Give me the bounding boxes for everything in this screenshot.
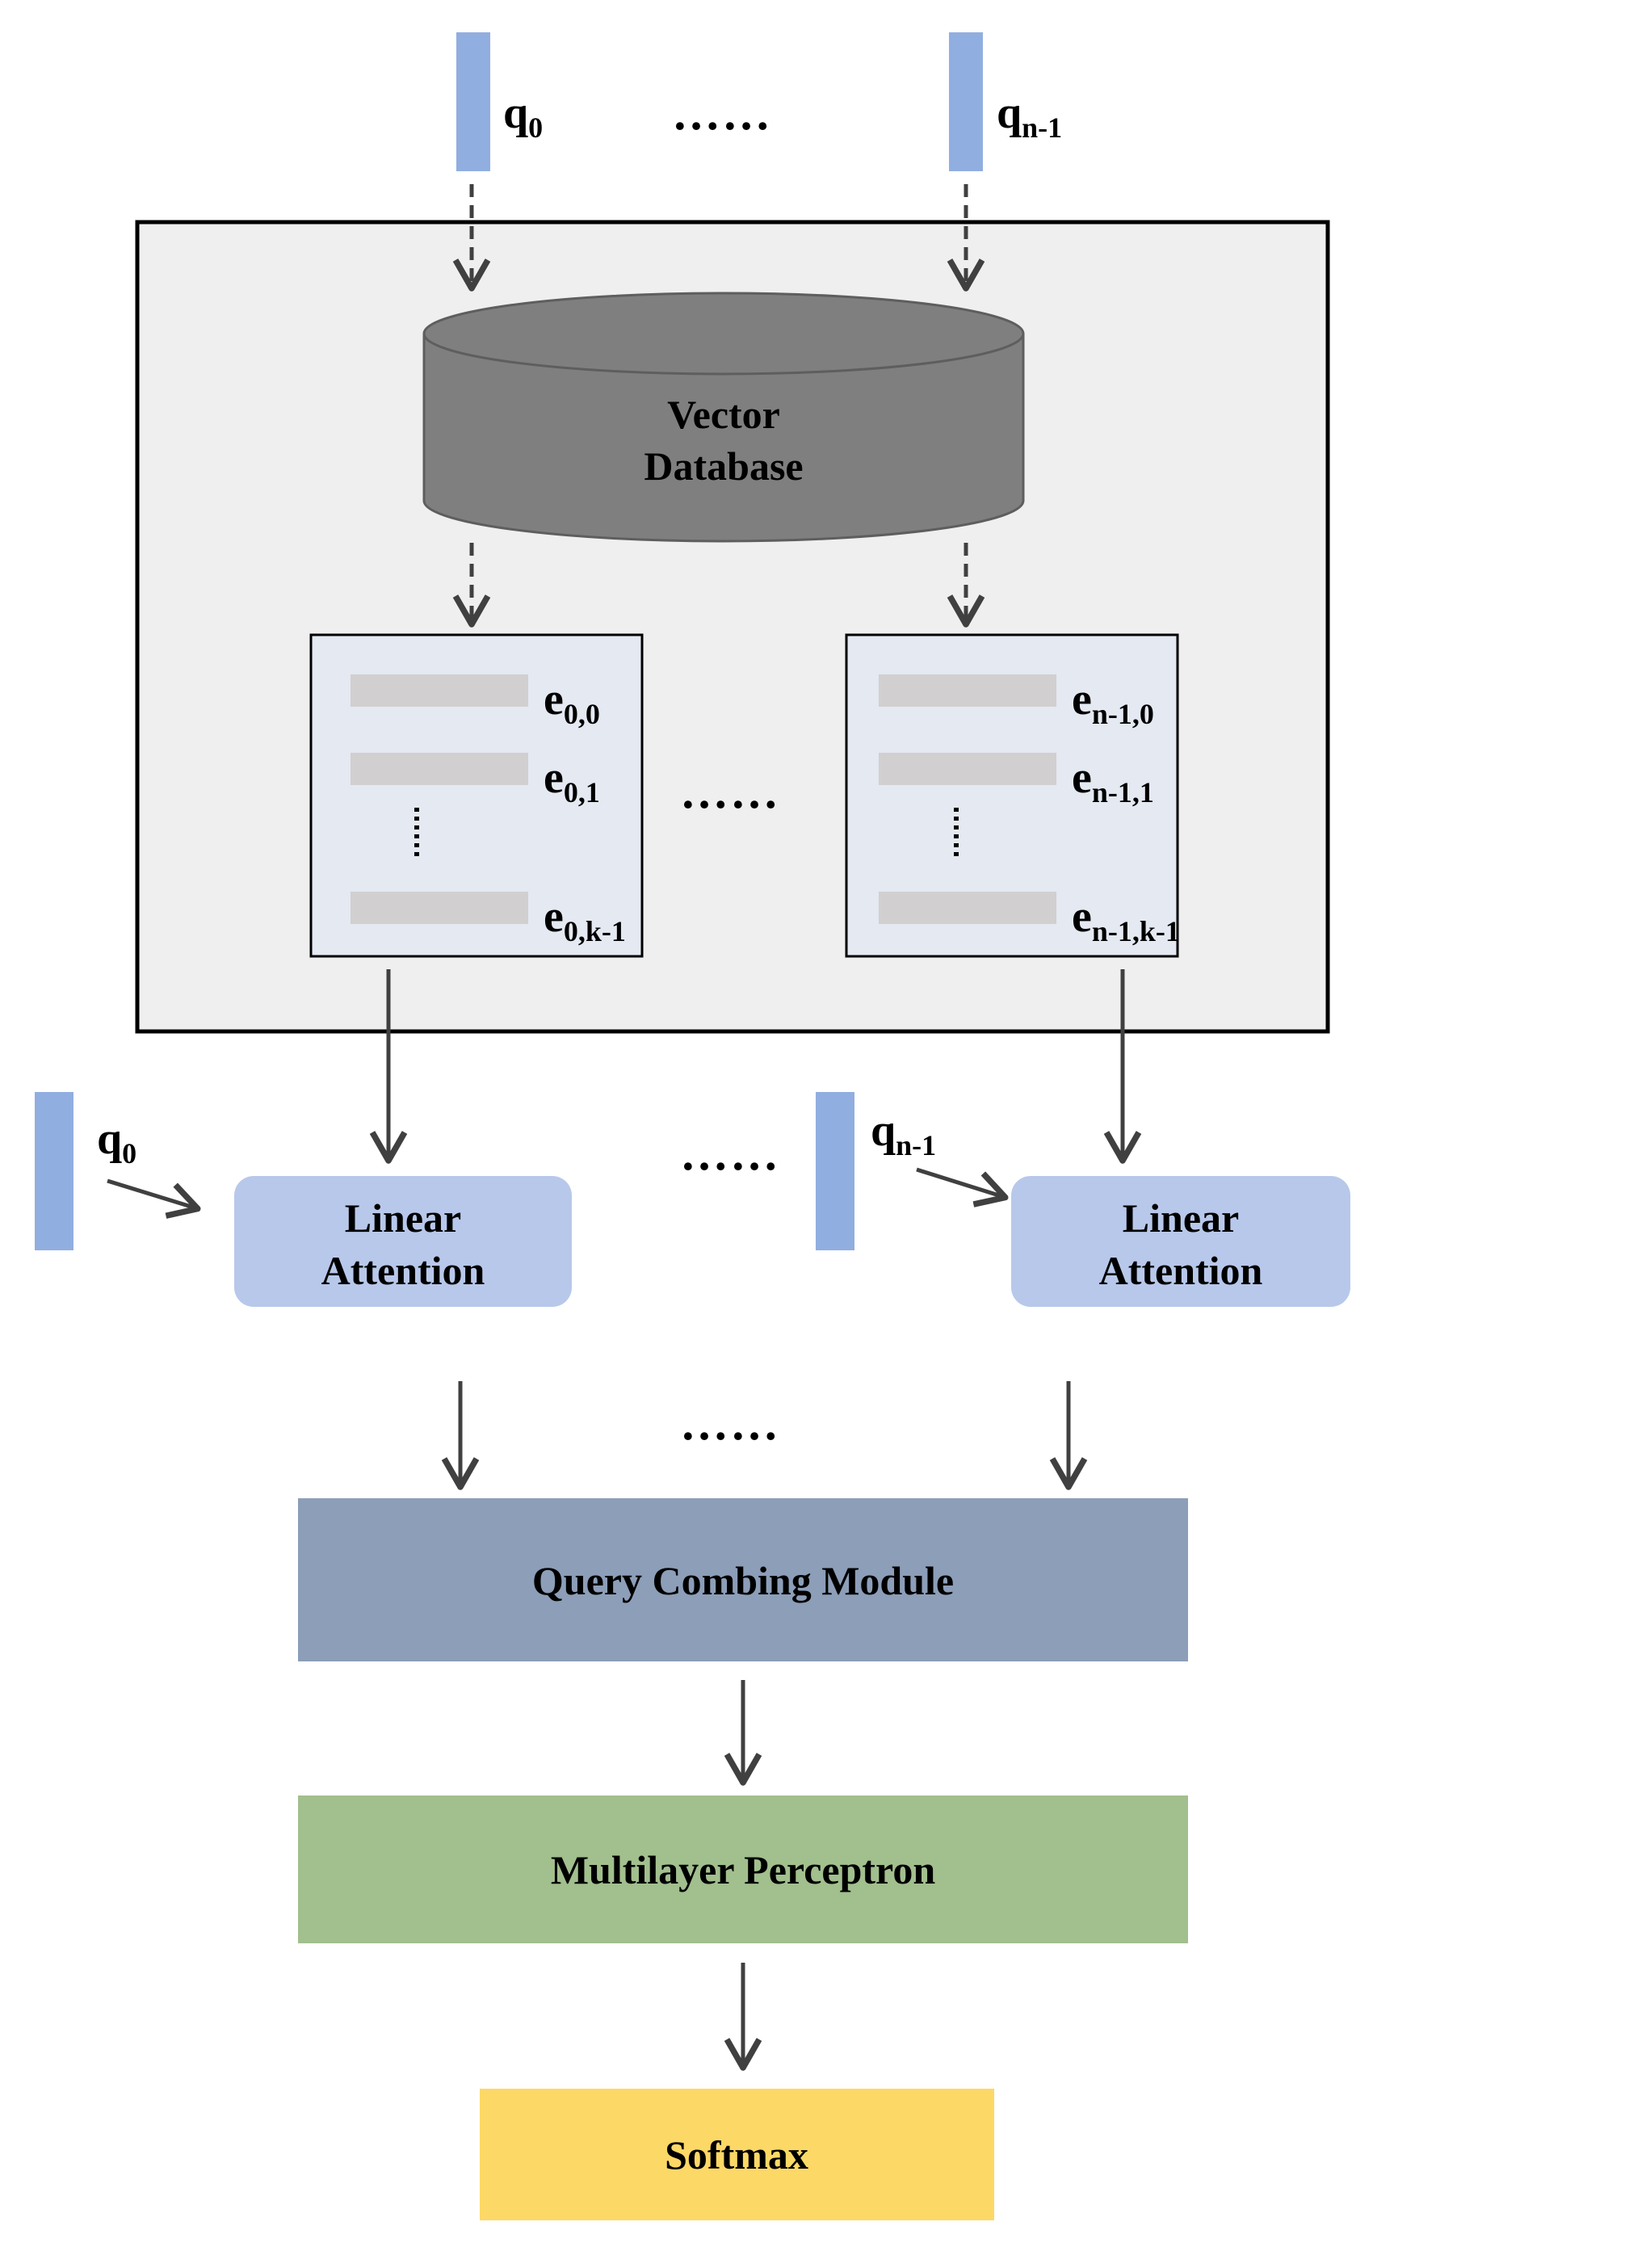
query-label-top-n-1: qn-1 <box>997 88 1062 144</box>
embedding-bar <box>351 674 528 707</box>
arrow-qn-to-attention <box>916 1167 1009 1208</box>
softmax: Softmax <box>480 2089 994 2220</box>
retrieval-results-left: e0,0 e0,1 e0,k-1 <box>309 633 644 958</box>
linear-attention-right-line2: Attention <box>1099 1248 1263 1293</box>
query-combining-label: Query Combing Module <box>532 1558 954 1603</box>
embedding-bar <box>351 892 528 924</box>
ellipsis-combiner: …… <box>680 1396 780 1450</box>
vector-database: Vector Database <box>422 292 1025 543</box>
linear-attention-left-line1: Linear <box>345 1195 461 1241</box>
embedding-bar <box>879 892 1056 924</box>
database-label-line2: Database <box>644 443 803 489</box>
linear-attention-left-line2: Attention <box>321 1248 485 1293</box>
query-combining-module: Query Combing Module <box>298 1498 1188 1661</box>
embedding-label-n-1-0: en-1,0 <box>1072 674 1154 730</box>
database-label-line1: Vector <box>667 392 780 437</box>
query-bar-top-0 <box>456 32 490 171</box>
embedding-bar <box>351 753 528 785</box>
mlp-label: Multilayer Perceptron <box>551 1847 935 1892</box>
linear-attention-left: Linear Attention <box>234 1176 572 1307</box>
ellipsis-results: …… <box>680 765 780 818</box>
softmax-label: Softmax <box>665 2132 808 2178</box>
query-bar-mid-0 <box>35 1092 73 1250</box>
query-bar-mid-n-1 <box>816 1092 854 1250</box>
query-label-top-0: q0 <box>503 88 543 144</box>
embedding-label-0-k-1: e0,k-1 <box>544 892 626 947</box>
query-label-mid-n-1: qn-1 <box>871 1106 936 1161</box>
linear-attention-right: Linear Attention <box>1011 1176 1350 1307</box>
retrieval-results-right: en-1,0 en-1,1 en-1,k-1 <box>845 633 1180 958</box>
query-label-mid-0: q0 <box>97 1114 136 1170</box>
linear-attention-right-line1: Linear <box>1123 1195 1239 1241</box>
embedding-bar <box>879 674 1056 707</box>
embedding-label-n-1-k-1: en-1,k-1 <box>1072 892 1180 947</box>
embedding-label-0-0: e0,0 <box>544 674 600 730</box>
ellipsis-attention: …… <box>680 1127 780 1180</box>
embedding-bar <box>879 753 1056 785</box>
query-bar-top-n-1 <box>949 32 983 171</box>
arrow-q0-to-attention <box>107 1178 201 1219</box>
multilayer-perceptron: Multilayer Perceptron <box>298 1796 1188 1943</box>
embedding-label-n-1-1: en-1,1 <box>1072 753 1154 808</box>
embedding-label-0-1: e0,1 <box>544 753 600 808</box>
ellipsis-top: …… <box>672 86 772 140</box>
